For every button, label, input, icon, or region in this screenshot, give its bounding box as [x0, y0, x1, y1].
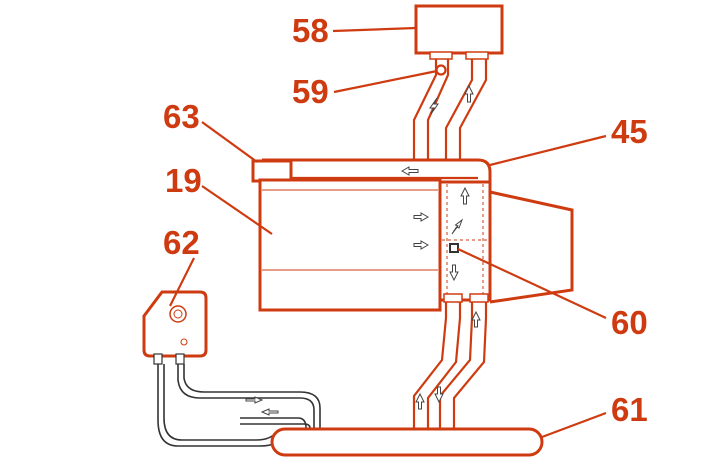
flow-arrow-right-1	[413, 212, 430, 222]
flow-arrow-down-lower	[434, 386, 444, 404]
leader-lines	[169, 26, 607, 439]
flow-arrow-right-2	[413, 240, 430, 250]
side-enclosure	[489, 190, 574, 304]
reservoir-body	[142, 290, 208, 358]
junction-plug	[449, 243, 459, 253]
flow-arrow-left-top	[400, 166, 419, 176]
flow-arrow-up-junction	[460, 186, 470, 205]
valve-marker	[435, 64, 447, 76]
lower-pipes	[412, 293, 489, 428]
flow-arrow-down-upper	[429, 97, 439, 115]
label-63: 63	[163, 98, 200, 135]
label-45: 45	[611, 113, 648, 150]
upper-pipes	[412, 51, 489, 160]
flow-arrow-left-hose	[260, 408, 279, 416]
label-19: 19	[165, 162, 202, 199]
tank-cap	[251, 159, 293, 183]
bottom-bar	[270, 427, 544, 457]
flow-arrow-up-upper	[464, 84, 474, 103]
label-60: 60	[611, 304, 648, 341]
top-unit-box	[414, 4, 504, 55]
flow-arrow-up-lower	[471, 310, 481, 328]
flow-arrow-up-lower-2	[415, 392, 425, 410]
flow-arrow-diagonal-junction	[451, 218, 464, 235]
tank-top-rail	[262, 158, 492, 185]
label-61: 61	[611, 391, 648, 428]
label-58: 58	[292, 12, 329, 49]
flow-arrow-down-junction	[449, 264, 459, 282]
tank-body	[258, 178, 442, 312]
label-62: 62	[163, 224, 200, 261]
flow-arrow-right-hose	[245, 396, 264, 404]
label-59: 59	[292, 73, 329, 110]
